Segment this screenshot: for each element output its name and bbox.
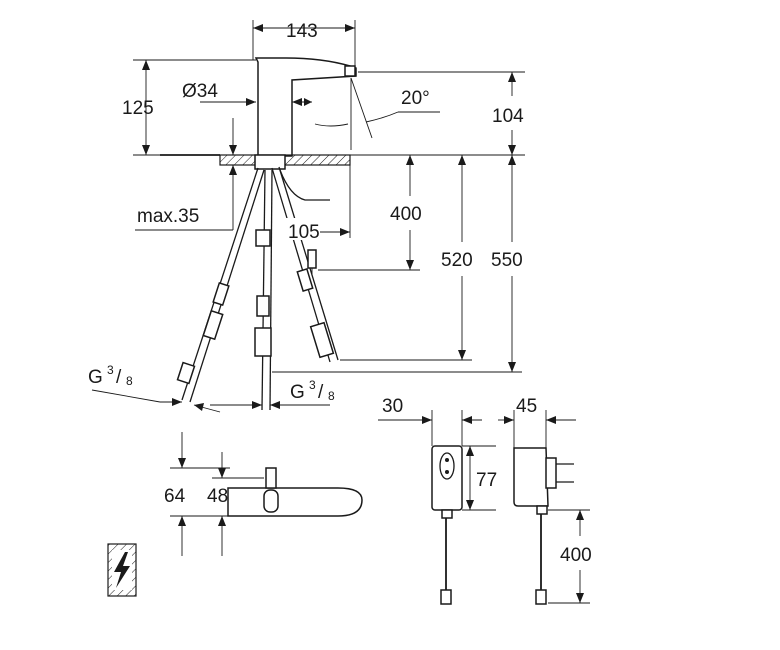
svg-text:125: 125 <box>122 98 154 119</box>
svg-text:77: 77 <box>476 470 497 491</box>
svg-text:G: G <box>290 382 305 403</box>
svg-text:Ø34: Ø34 <box>182 81 218 102</box>
dim-max-thickness: max.35 <box>135 118 237 231</box>
svg-text:48: 48 <box>207 486 228 507</box>
hose-right <box>271 166 339 363</box>
svg-text:45: 45 <box>516 396 537 417</box>
svg-text:105: 105 <box>288 222 320 243</box>
dim-angle: 20° <box>350 77 440 150</box>
svg-text:max.35: max.35 <box>137 206 199 227</box>
dim-520: 520 <box>340 155 473 361</box>
svg-text:30: 30 <box>382 396 403 417</box>
dim-cable-length: 400 <box>548 509 592 604</box>
svg-text:400: 400 <box>560 545 592 566</box>
dim-height-spout: 125 <box>122 59 256 156</box>
thread-left: G 3 / 8 <box>88 363 221 413</box>
faucet-body <box>254 57 357 157</box>
svg-text:143: 143 <box>286 21 318 42</box>
dim-adapter-depth: 45 <box>498 396 576 448</box>
svg-text:3: 3 <box>309 378 316 392</box>
svg-text:520: 520 <box>441 250 473 271</box>
dim-adapter-height: 77 <box>462 445 497 511</box>
power-adapter-front <box>431 445 463 605</box>
dim-offset: 105 <box>286 165 351 243</box>
power-adapter-side <box>513 447 574 605</box>
counter-plate <box>160 154 351 170</box>
sensor-cable <box>279 169 330 276</box>
svg-text:20°: 20° <box>401 88 430 109</box>
thread-center: G 3 / 8 <box>210 378 335 409</box>
svg-text:64: 64 <box>164 486 186 507</box>
svg-text:/: / <box>318 382 324 403</box>
svg-text:G: G <box>88 367 103 388</box>
svg-text:/: / <box>116 367 122 388</box>
dim-diameter: Ø34 <box>182 81 302 106</box>
dim-plate-48: 48 <box>207 452 264 556</box>
dim-width-top: 143 <box>252 20 356 68</box>
dim-hose-length: 400 <box>318 155 422 271</box>
svg-text:8: 8 <box>328 389 335 403</box>
electric-hazard-icon <box>107 543 137 597</box>
dim-adapter-width: 30 <box>378 396 482 446</box>
svg-text:550: 550 <box>491 250 523 271</box>
svg-text:400: 400 <box>390 204 422 225</box>
svg-text:3: 3 <box>107 363 114 377</box>
hose-left <box>176 167 265 403</box>
svg-text:104: 104 <box>492 106 524 127</box>
svg-text:8: 8 <box>126 374 133 388</box>
wall-plate <box>227 467 363 517</box>
dim-height-outlet: 104 <box>350 71 525 156</box>
hose-center <box>254 169 273 411</box>
dim-550: 550 <box>272 155 523 373</box>
